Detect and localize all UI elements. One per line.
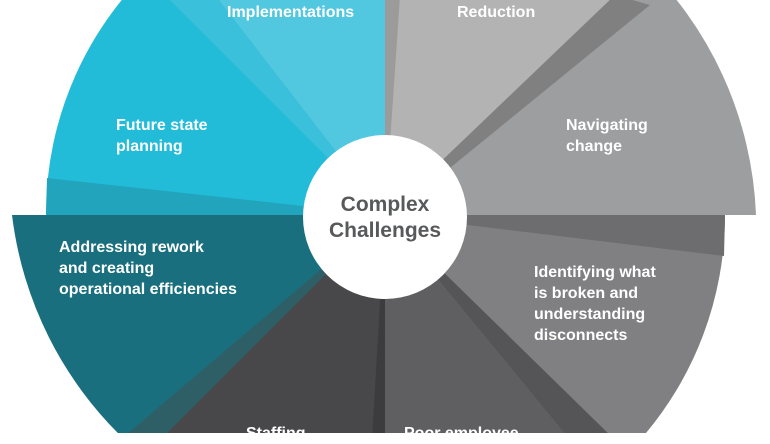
wedge-gray-band (385, 0, 650, 215)
wedge-gray-top-strip (385, 215, 725, 256)
center-label: Complex Challenges (303, 135, 467, 300)
wedge-dark-gray-band (385, 215, 608, 433)
label-poor-employee: Poor employee (404, 425, 519, 442)
label-implementations: Implementations (227, 4, 355, 21)
center-line-1: Complex (340, 192, 430, 216)
wedge-cyan-strip (46, 178, 385, 215)
center-line-2: Challenges (328, 218, 442, 242)
label-reduction: Reduction (457, 4, 536, 21)
challenges-wheel (12, 0, 756, 433)
label-staffing: Staffing (246, 425, 306, 442)
wedge-dark-strip (372, 215, 385, 433)
wedge-teal-strip (128, 215, 385, 433)
center-circle (303, 135, 467, 299)
